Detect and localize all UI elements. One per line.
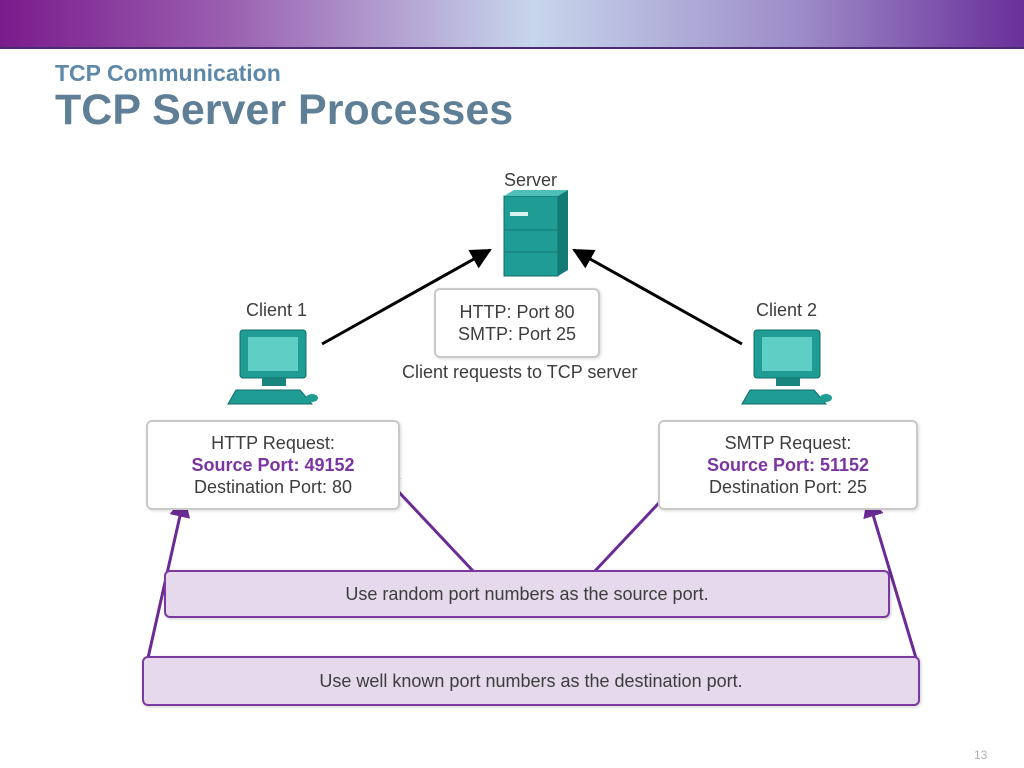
destination-port-note: Use well known port numbers as the desti… [142, 656, 920, 706]
server-icon [503, 190, 568, 277]
http-destination-port: Destination Port: 80 [193, 477, 353, 497]
server-ports-box: HTTP: Port 80 SMTP: Port 25 [434, 288, 600, 358]
client2-label: Client 2 [756, 300, 818, 320]
header-divider [0, 47, 1024, 49]
server-label: Server [504, 170, 558, 190]
smtp-request-title: SMTP Request: [724, 433, 852, 453]
slide-title: TCP Server Processes [55, 86, 514, 134]
client-requests-caption: Client requests to TCP server [402, 362, 638, 382]
client1-to-server-arrow [321, 248, 492, 346]
slide-subtitle: TCP Communication [55, 60, 281, 86]
slide-number: 13 [974, 748, 988, 762]
computer-icon [227, 329, 318, 405]
client1-label: Client 1 [246, 300, 308, 320]
source-port-note: Use random port numbers as the source po… [164, 570, 890, 618]
smtp-source-port: Source Port: 51152 [706, 455, 870, 475]
client2-to-server-arrow [572, 248, 743, 346]
http-request-title: HTTP Request: [211, 433, 335, 453]
smtp-destination-port: Destination Port: 25 [708, 477, 868, 497]
http-source-port: Source Port: 49152 [191, 455, 355, 475]
header-banner [0, 0, 1024, 47]
server-port-http: HTTP: Port 80 [459, 302, 575, 322]
http-request-box: HTTP Request: Source Port: 49152 Destina… [146, 420, 400, 510]
computer-icon [741, 329, 832, 405]
smtp-request-box: SMTP Request: Source Port: 51152 Destina… [658, 420, 918, 510]
destination-note-arrow-right [863, 495, 918, 659]
server-port-smtp: SMTP: Port 25 [457, 324, 577, 344]
